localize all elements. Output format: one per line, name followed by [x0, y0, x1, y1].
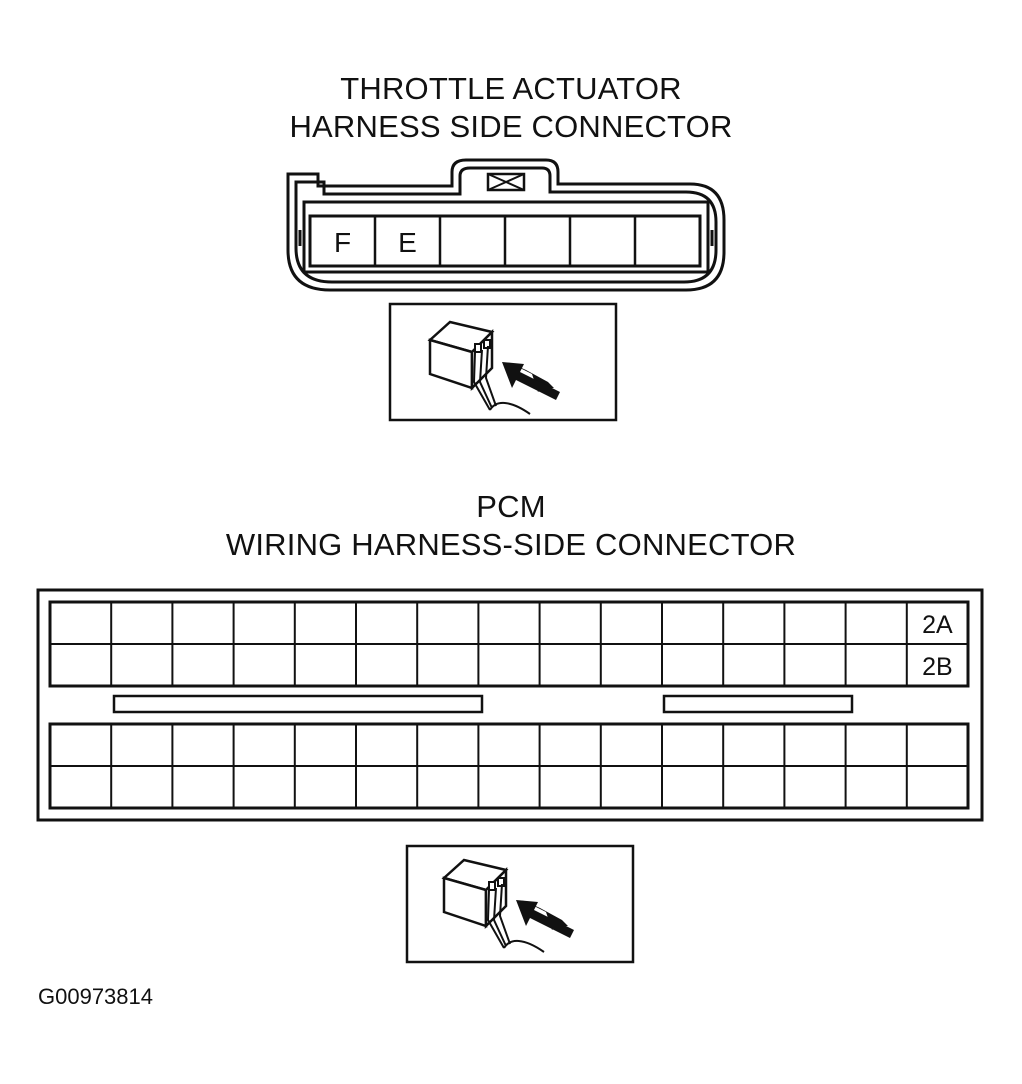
pcm-terminal-cells: 2A 2B — [50, 602, 968, 808]
pcm-connector-title-line1: PCM — [476, 489, 546, 524]
throttle-view-box — [388, 302, 618, 422]
throttle-connector-title-line1: THROTTLE ACTUATOR — [340, 71, 682, 106]
throttle-terminal-label: F — [334, 227, 351, 258]
pcm-row-label: 2A — [922, 611, 953, 639]
pcm-connector-title-line2: WIRING HARNESS-SIDE CONNECTOR — [225, 527, 797, 562]
figure-code: G00973814 — [38, 984, 153, 1009]
throttle-terminal-label: E — [398, 227, 417, 258]
throttle-connector-title-line2: HARNESS SIDE CONNECTOR — [289, 109, 733, 144]
pcm-connector-housing — [36, 588, 984, 822]
pcm-view-box — [405, 844, 635, 964]
pcm-row-label: 2B — [922, 653, 953, 681]
